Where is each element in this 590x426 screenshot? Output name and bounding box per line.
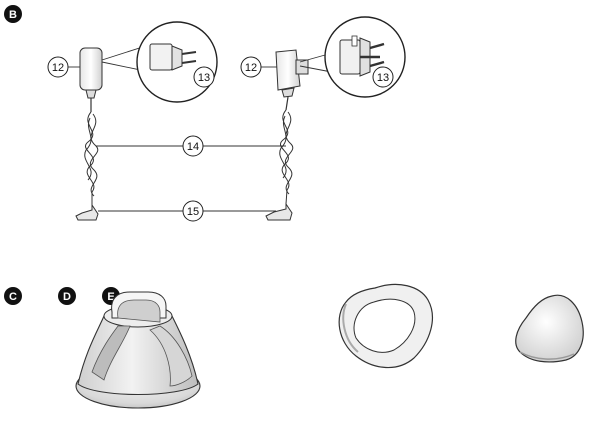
section-badge-b: B: [4, 5, 22, 23]
adapter-uk: [275, 49, 309, 111]
euro-plug-detail: [136, 21, 218, 103]
charging-stand: [75, 291, 201, 409]
svg-text:13: 13: [377, 72, 389, 84]
coiled-cord-right: [279, 109, 294, 205]
svg-text:D: D: [63, 291, 71, 303]
callout-13-left: 13: [193, 66, 215, 88]
triangular-ring-attachment: [338, 283, 433, 369]
callout-15-connector: 15: [182, 200, 204, 222]
svg-text:C: C: [9, 291, 17, 303]
svg-text:14: 14: [187, 141, 199, 153]
svg-text:13: 13: [198, 72, 210, 84]
section-badge-d: D: [58, 287, 76, 305]
callout-12-right: 12: [240, 56, 262, 78]
svg-text:12: 12: [52, 62, 64, 74]
dc-connector-right: [265, 202, 293, 221]
coiled-cord-left: [84, 111, 99, 205]
adapter-euro: [79, 47, 103, 112]
callout-14-cord: 14: [182, 135, 204, 157]
svg-text:12: 12: [245, 62, 257, 74]
svg-text:B: B: [9, 9, 17, 21]
callout-13-right: 13: [372, 66, 394, 88]
callout-12-left: 12: [47, 56, 69, 78]
dc-connector-left: [75, 203, 99, 221]
uk-plug-detail: [324, 16, 406, 98]
svg-text:E: E: [107, 291, 114, 303]
section-badge-c: C: [4, 287, 22, 305]
triangular-cap-attachment: [515, 294, 584, 363]
svg-text:15: 15: [187, 206, 199, 218]
